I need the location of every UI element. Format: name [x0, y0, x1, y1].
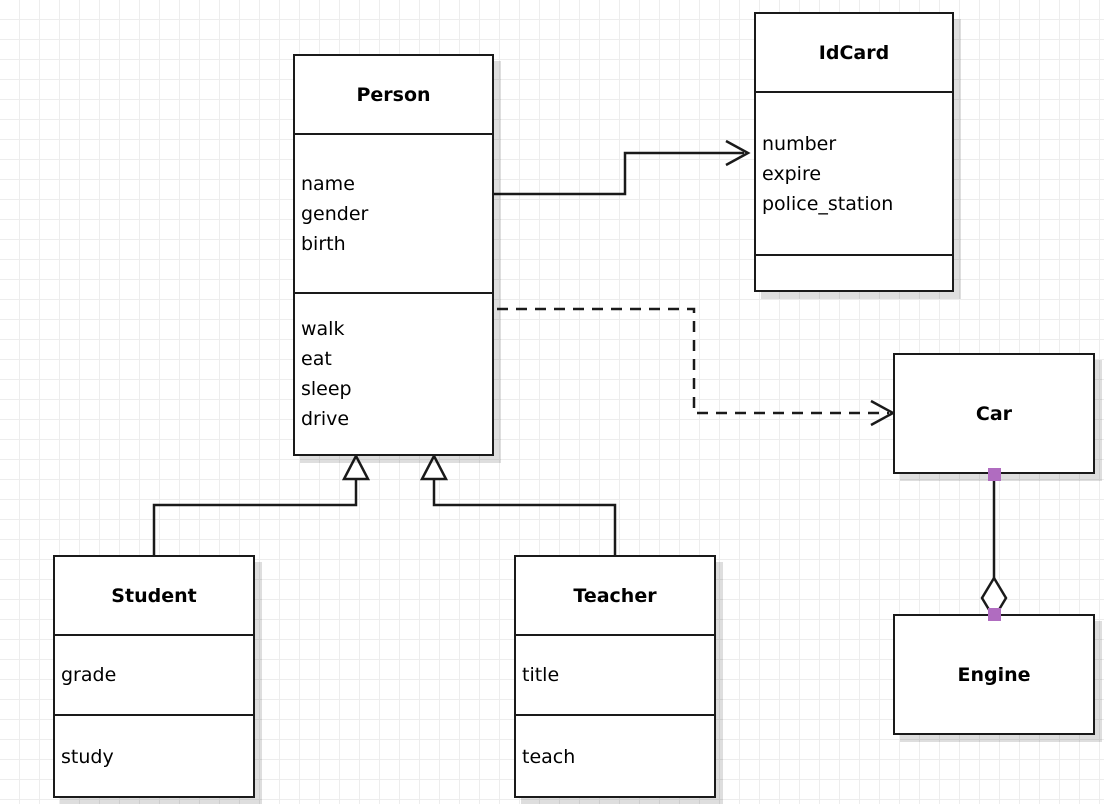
operation-item: walk [301, 318, 345, 340]
edge-endpoint-marker-car[interactable] [988, 468, 1001, 481]
operation-item: sleep [301, 378, 352, 400]
operations-compartment-teacher: teach [516, 714, 714, 798]
edge-person-idcard[interactable] [494, 139, 751, 196]
operation-item: teach [522, 746, 576, 768]
edge-student-person[interactable] [152, 453, 371, 555]
operation-item: eat [301, 348, 332, 370]
attribute-item: title [522, 664, 560, 686]
class-title-engine: Engine [957, 663, 1031, 686]
edge-car-engine[interactable] [980, 474, 1008, 621]
open-arrowhead-car [870, 399, 896, 427]
attribute-item: name [301, 172, 355, 195]
class-box-engine[interactable]: Engine [893, 614, 1095, 735]
class-box-car[interactable]: Car [893, 353, 1095, 474]
operations-compartment-person: walk eat sleep drive [295, 292, 492, 454]
class-box-person[interactable]: Person name gender birth walk eat sleep … [293, 54, 494, 456]
class-title-car: Car [975, 402, 1013, 425]
attributes-compartment-idcard: number expire police_station [756, 91, 952, 254]
edge-person-car[interactable] [497, 307, 896, 427]
hollow-triangle-student [341, 453, 371, 481]
class-title-teacher: Teacher [573, 584, 657, 607]
class-box-idcard[interactable]: IdCard number expire police_station [754, 12, 954, 292]
class-box-teacher[interactable]: Teacher title teach [514, 555, 716, 798]
class-box-student[interactable]: Student grade study [53, 555, 255, 798]
attributes-compartment-student: grade [55, 634, 253, 714]
class-title-person: Person [356, 83, 431, 106]
attribute-item: police_station [762, 192, 894, 215]
attributes-compartment-person: name gender birth [295, 133, 492, 292]
class-title-student: Student [111, 584, 197, 607]
attribute-item: gender [301, 202, 369, 225]
operation-item: drive [301, 408, 350, 430]
attribute-item: grade [61, 664, 117, 686]
attribute-item: expire [762, 162, 822, 185]
operations-compartment-idcard [756, 254, 952, 290]
edge-teacher-person[interactable] [419, 453, 617, 555]
open-arrowhead-idcard [725, 139, 751, 167]
hollow-triangle-teacher [419, 453, 449, 481]
edge-endpoint-marker-engine[interactable] [988, 608, 1001, 621]
operations-compartment-student: study [55, 714, 253, 798]
operation-item: study [61, 746, 114, 768]
attribute-item: birth [301, 232, 346, 255]
attributes-compartment-teacher: title [516, 634, 714, 714]
class-title-idcard: IdCard [818, 41, 890, 64]
attribute-item: number [762, 132, 837, 155]
